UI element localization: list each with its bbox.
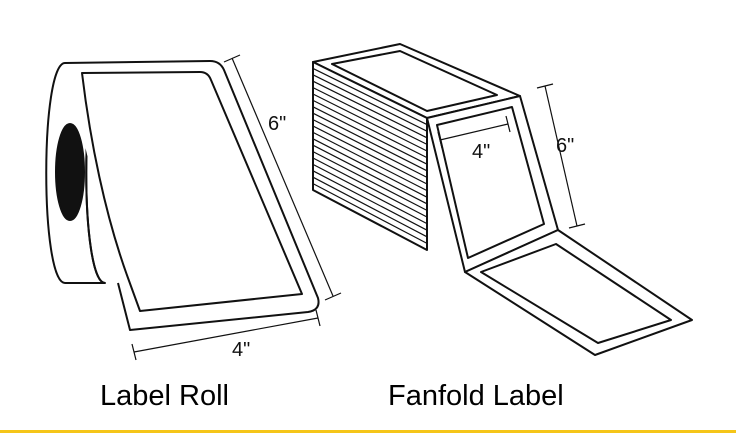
stack-top-label — [331, 50, 498, 112]
fanfold-width-dim-line — [439, 123, 509, 141]
stack-front-label — [436, 106, 545, 259]
stack-sheet-edge — [312, 99, 428, 159]
stack-sheet-edge — [312, 112, 428, 172]
roll-width-dim-line — [133, 317, 319, 353]
stack-sheet-edge — [312, 183, 428, 244]
label-roll-caption: Label Roll — [100, 380, 229, 412]
stack-sheet-edge — [312, 170, 428, 231]
roll-height-dim-line — [231, 57, 334, 297]
stack-sheet-edge — [312, 80, 428, 139]
roll-label-inner — [81, 71, 303, 312]
fanfold-height-label: 6" — [556, 135, 574, 157]
roll-core-hole — [55, 123, 85, 221]
stack-sheet-edge — [312, 151, 428, 211]
stack-sheet-edge — [312, 176, 428, 238]
fanfold-label-illustration — [312, 43, 693, 356]
stack-sheet-edge — [312, 138, 428, 198]
stack-sheet-edge — [312, 131, 428, 192]
stack-sheet-edge — [312, 125, 428, 185]
stack-sheet-edge — [312, 144, 428, 205]
stack-sheet-edge — [312, 87, 428, 145]
roll-label-sheet — [64, 60, 320, 331]
stack-sheet-edge — [312, 74, 428, 132]
roll-width-label: 4" — [232, 339, 250, 361]
label-roll-illustration — [45, 54, 342, 361]
stack-sheet-edge — [312, 157, 428, 218]
unfolded-label-inner — [480, 243, 672, 344]
stack-sheet-edges — [312, 67, 428, 244]
fanfold-height-dim-line — [544, 85, 578, 227]
stack-sheet-edge — [312, 163, 428, 225]
stack-sheet-edge — [312, 119, 428, 178]
stack-sheet-edge — [312, 67, 428, 126]
stack-left-side — [312, 61, 428, 251]
fanfold-width-label: 4" — [472, 141, 490, 163]
bottom-accent-rule — [0, 430, 736, 433]
unfolded-label — [464, 229, 693, 356]
stack-sheet-edge — [312, 106, 428, 165]
fanfold-label-caption: Fanfold Label — [388, 380, 564, 412]
roll-height-label: 6" — [268, 113, 286, 135]
stack-sheet-edge — [312, 93, 428, 152]
